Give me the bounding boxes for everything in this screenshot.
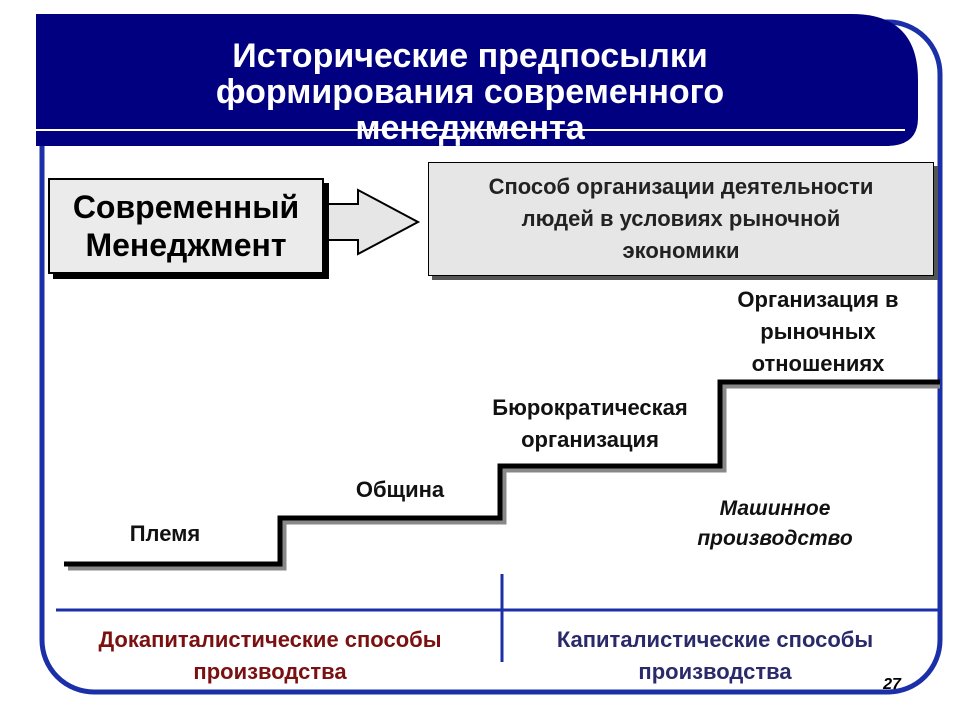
precap-line-1: Докапиталистические способы [98,627,442,652]
modern-management-box: Современный Менеджмент [48,178,324,274]
title-area: Исторические предпосылки формирования со… [0,0,960,146]
header-bar [36,14,918,146]
management-line-2: Менеджмент [85,227,287,263]
precap-line-2: производства [193,659,347,684]
stage-label-bureaucratic: Бюрократическая организация [460,392,720,456]
definition-line-3: экономики [622,238,740,263]
management-line-1: Современный [72,189,300,225]
stage-label-machine-production: Машинное производство [660,494,890,554]
page-number: 27 [883,676,901,693]
definition-box: Способ организации деятельности людей в … [428,162,934,276]
stage-label-community: Община [355,477,445,502]
definition-line-1: Способ организации деятельности [488,174,874,199]
market-line-1: Организация в [737,287,899,312]
arrow-right-icon [323,188,421,256]
title-line-2: формирования современного [215,73,725,111]
stage-label-market: Организация в рыночных отношениях [700,284,936,380]
cap-line-2: производства [638,659,792,684]
machine-line-2: производство [697,527,853,550]
definition-line-2: людей в условиях рыночной [521,206,841,231]
market-line-3: отношениях [751,351,885,376]
machine-line-1: Машинное [719,497,831,520]
era-capitalist: Капиталистические способы производства [510,624,920,688]
bureaucratic-line-1: Бюрократическая [492,395,688,420]
cap-line-1: Капиталистические способы [556,627,874,652]
bureaucratic-line-2: организация [521,427,659,452]
era-precapitalist: Докапиталистические способы производства [40,624,500,688]
slide-title: Исторические предпосылки формирования со… [140,38,800,146]
title-line-1: Исторические предпосылки [232,37,708,75]
staircase-shadow [68,383,940,571]
stage-label-tribe: Племя [129,521,201,546]
staircase-line [64,379,940,567]
title-line-3: менеджмента [355,109,585,146]
market-line-2: рыночных [760,319,876,344]
